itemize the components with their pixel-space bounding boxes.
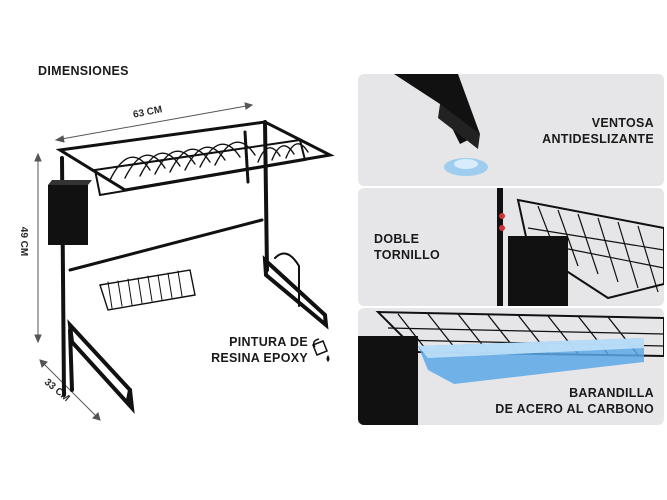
- paint-bucket-icon: [312, 338, 330, 362]
- epoxy-paint-label: PINTURA DE RESINA EPOXY: [198, 335, 308, 366]
- epoxy-paint-line-2: RESINA EPOXY: [211, 350, 308, 365]
- suction-foot-illustration: [372, 74, 488, 176]
- screw-line-1: DOBLE: [374, 232, 420, 246]
- screw-label: DOBLE TORNILLO: [374, 232, 440, 263]
- rail-label: BARANDILLA DE ACERO AL CARBONO: [495, 386, 654, 417]
- suction-feature-panel: VENTOSA ANTIDESLIZANTE: [358, 74, 664, 186]
- dimension-arrows: [34, 102, 254, 421]
- suction-line-2: ANTIDESLIZANTE: [542, 131, 654, 146]
- double-screw-illustration: [497, 188, 664, 306]
- epoxy-paint-line-1: PINTURA DE: [229, 335, 308, 349]
- steel-rail-illustration: [358, 310, 664, 425]
- suction-label: VENTOSA ANTIDESLIZANTE: [542, 116, 654, 147]
- suction-line-1: VENTOSA: [591, 116, 654, 130]
- dish-rack-illustration: [34, 102, 335, 421]
- screw-line-2: TORNILLO: [374, 247, 441, 262]
- rail-line-1: BARANDILLA: [569, 386, 654, 400]
- page-title: DIMENSIONES: [38, 64, 129, 78]
- screw-feature-panel: DOBLE TORNILLO: [358, 188, 664, 306]
- rail-line-2: DE ACERO AL CARBONO: [495, 401, 654, 416]
- rail-feature-panel: BARANDILLA DE ACERO AL CARBONO: [358, 308, 664, 425]
